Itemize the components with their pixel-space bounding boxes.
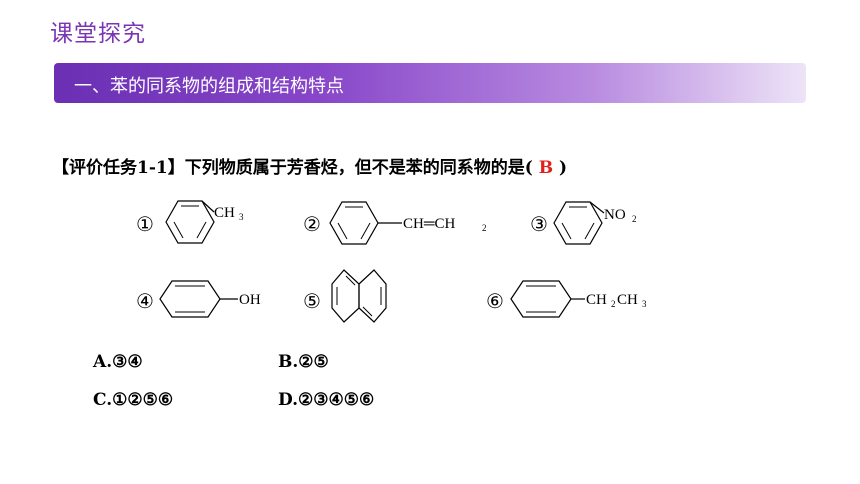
molecule-6-sub2: 3: [642, 299, 647, 309]
molecule-5-structure: [331, 269, 387, 323]
answer-letter: B: [538, 158, 554, 178]
molecule-2-number: ②: [303, 212, 321, 236]
molecule-4-number: ④: [136, 289, 154, 313]
molecule-6-sub: 2: [611, 299, 616, 309]
molecule-3-sub: 2: [632, 214, 637, 224]
option-a: A.③④: [93, 352, 143, 372]
option-b: B.②⑤: [278, 352, 329, 372]
option-d: D.②③④⑤⑥: [278, 390, 375, 410]
molecule-1-group: CH: [214, 205, 235, 221]
question-prefix: 【评价任务1-1】下列物质属于芳香烃，但不是苯的同系物的是(: [52, 158, 533, 178]
option-c: C.①②⑤⑥: [93, 390, 174, 410]
molecule-3-number: ③: [530, 212, 548, 236]
molecule-4-structure: OH: [159, 280, 261, 318]
section-header-label: 一、苯的同系物的组成和结构特点: [74, 76, 344, 97]
molecule-1-sub: 3: [239, 212, 244, 222]
molecule-1-structure: CH 3: [165, 200, 244, 244]
slide-title: 课堂探究: [50, 21, 146, 47]
question-text: 【评价任务1-1】下列物质属于芳香烃，但不是苯的同系物的是( B ): [52, 153, 567, 178]
molecule-6-group: CH: [586, 292, 607, 308]
molecule-5-number: ⑤: [303, 289, 321, 313]
molecule-2-structure: CH═CH 2: [329, 201, 487, 245]
molecule-1-number: ①: [136, 212, 154, 236]
molecule-3-group: NO: [604, 207, 626, 223]
molecule-6-structure: CH 2 CH 3: [510, 280, 647, 318]
molecule-2-sub: 2: [482, 223, 487, 233]
molecule-3-structure: NO 2: [553, 201, 637, 245]
molecule-6-group2: CH: [617, 292, 638, 308]
molecule-6-number: ⑥: [486, 289, 504, 313]
question-suffix: ): [558, 158, 568, 178]
section-header-bar: 一、苯的同系物的组成和结构特点: [54, 63, 806, 103]
molecule-4-group: OH: [239, 292, 261, 308]
molecule-2-group: CH═CH: [403, 216, 455, 232]
